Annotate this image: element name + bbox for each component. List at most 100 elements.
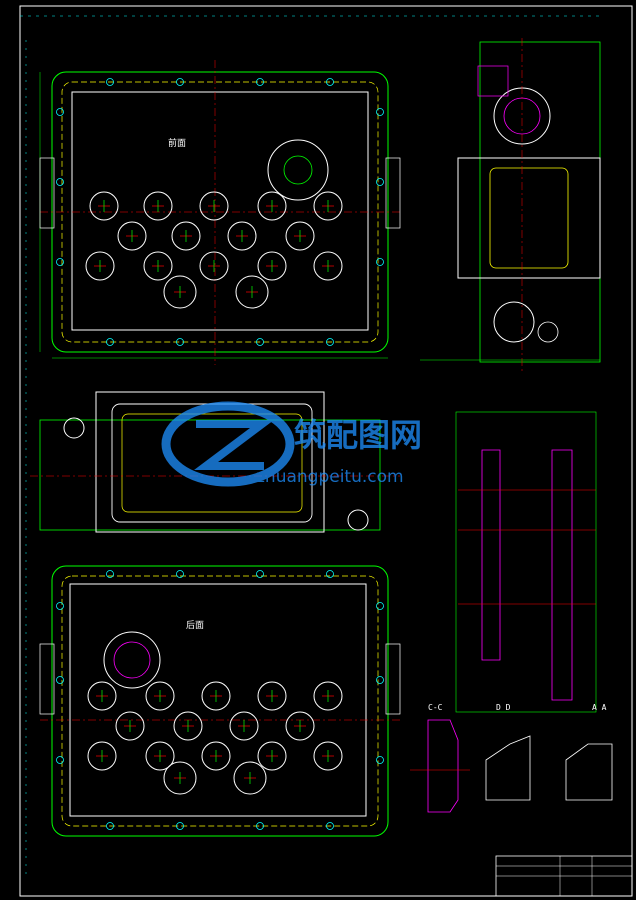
port-hole [199,191,229,221]
bolt-hole [376,676,384,684]
port-hole [229,711,259,741]
front-view-label: 前面 [168,137,186,149]
top-body [95,391,325,533]
front-boss-inner [283,155,313,185]
bolt-hole [256,570,264,578]
section-wall-right [551,449,573,701]
bolt-hole [376,108,384,116]
bolt-hole [326,338,334,346]
port-hole [145,741,175,771]
bolt-hole [56,108,64,116]
bolt-hole [56,676,64,684]
watermark-cn-text: 筑配图网 [294,416,422,454]
section-cc: C-C [410,703,470,813]
bolt-hole [56,258,64,266]
port-hole [227,221,257,251]
title-block [495,855,633,897]
rear-boss-inner [113,641,151,679]
port-hole [201,681,231,711]
section-detail [455,411,597,713]
bolt-hole [376,602,384,610]
port-hole [143,191,173,221]
rear-boss-circle [103,631,161,689]
port-hole [201,741,231,771]
port-hole [115,711,145,741]
port-hole [233,761,267,795]
side-body [457,157,601,279]
rear-body-outline [61,575,379,827]
rear-hole-pattern [87,681,343,795]
section-frame [455,411,597,713]
section-aa-label: A A [592,703,607,712]
section-cc-label: C-C [428,703,443,712]
bolt-hole [376,178,384,186]
bolt-hole [56,756,64,764]
port-hole [313,251,343,281]
bolt-hole [256,822,264,830]
port-hole [173,711,203,741]
bolt-hole [256,338,264,346]
port-hole [163,761,197,795]
bolt-hole [326,570,334,578]
bolt-hole [376,756,384,764]
port-hole [313,191,343,221]
bolt-hole [326,822,334,830]
side-outline [479,41,601,363]
top-inner-2 [121,413,303,513]
rear-view: 后面 [39,565,401,837]
bolt-hole [326,78,334,86]
port-hole [87,741,117,771]
front-view: 前面 [39,60,401,365]
bolt-hole [176,78,184,86]
side-window [489,167,569,269]
port-hole [85,251,115,281]
rear-view-label: 后面 [186,620,204,631]
port-hole [313,741,343,771]
bolt-hole [176,822,184,830]
port-hole [235,275,269,309]
port-hole [143,251,173,281]
bolt-hole [106,822,114,830]
watermark-logo-ring [161,401,295,487]
port-hole [313,681,343,711]
front-hole-pattern [85,191,343,309]
port-hole [163,275,197,309]
front-inner-face [71,91,369,331]
front-boss-circle [267,139,329,201]
rear-inner-face [69,583,367,817]
bolt-hole [106,570,114,578]
top-left-boss [63,417,85,439]
port-hole [285,221,315,251]
port-hole [257,191,287,221]
section-cc-profile [427,719,459,813]
bolt-hole [256,78,264,86]
sheet-border [19,5,633,897]
bolt-hole [106,78,114,86]
port-hole [87,681,117,711]
watermark-logo-z [194,420,274,470]
watermark-url-text: zhuangpeitu.com [256,467,404,487]
port-hole [89,191,119,221]
section-dd: D D [485,703,531,801]
port-hole [257,681,287,711]
section-dd-label: D D [496,703,511,712]
watermark: 筑配图网 zhuangpeitu.com [161,401,422,487]
front-bolt-holes [56,78,384,346]
rear-left-tab [39,643,55,715]
bolt-hole [56,602,64,610]
port-hole [257,251,287,281]
port-hole [199,251,229,281]
front-right-tab [385,157,401,229]
side-view [420,38,601,372]
side-lower-boss [493,301,535,343]
port-hole [257,741,287,771]
bolt-hole [176,570,184,578]
section-wall-left [481,449,501,661]
port-hole [285,711,315,741]
front-body-outline [61,81,379,343]
side-small-boss [537,321,559,343]
rear-flange-outline [51,565,389,837]
port-hole [117,221,147,251]
port-hole [145,681,175,711]
